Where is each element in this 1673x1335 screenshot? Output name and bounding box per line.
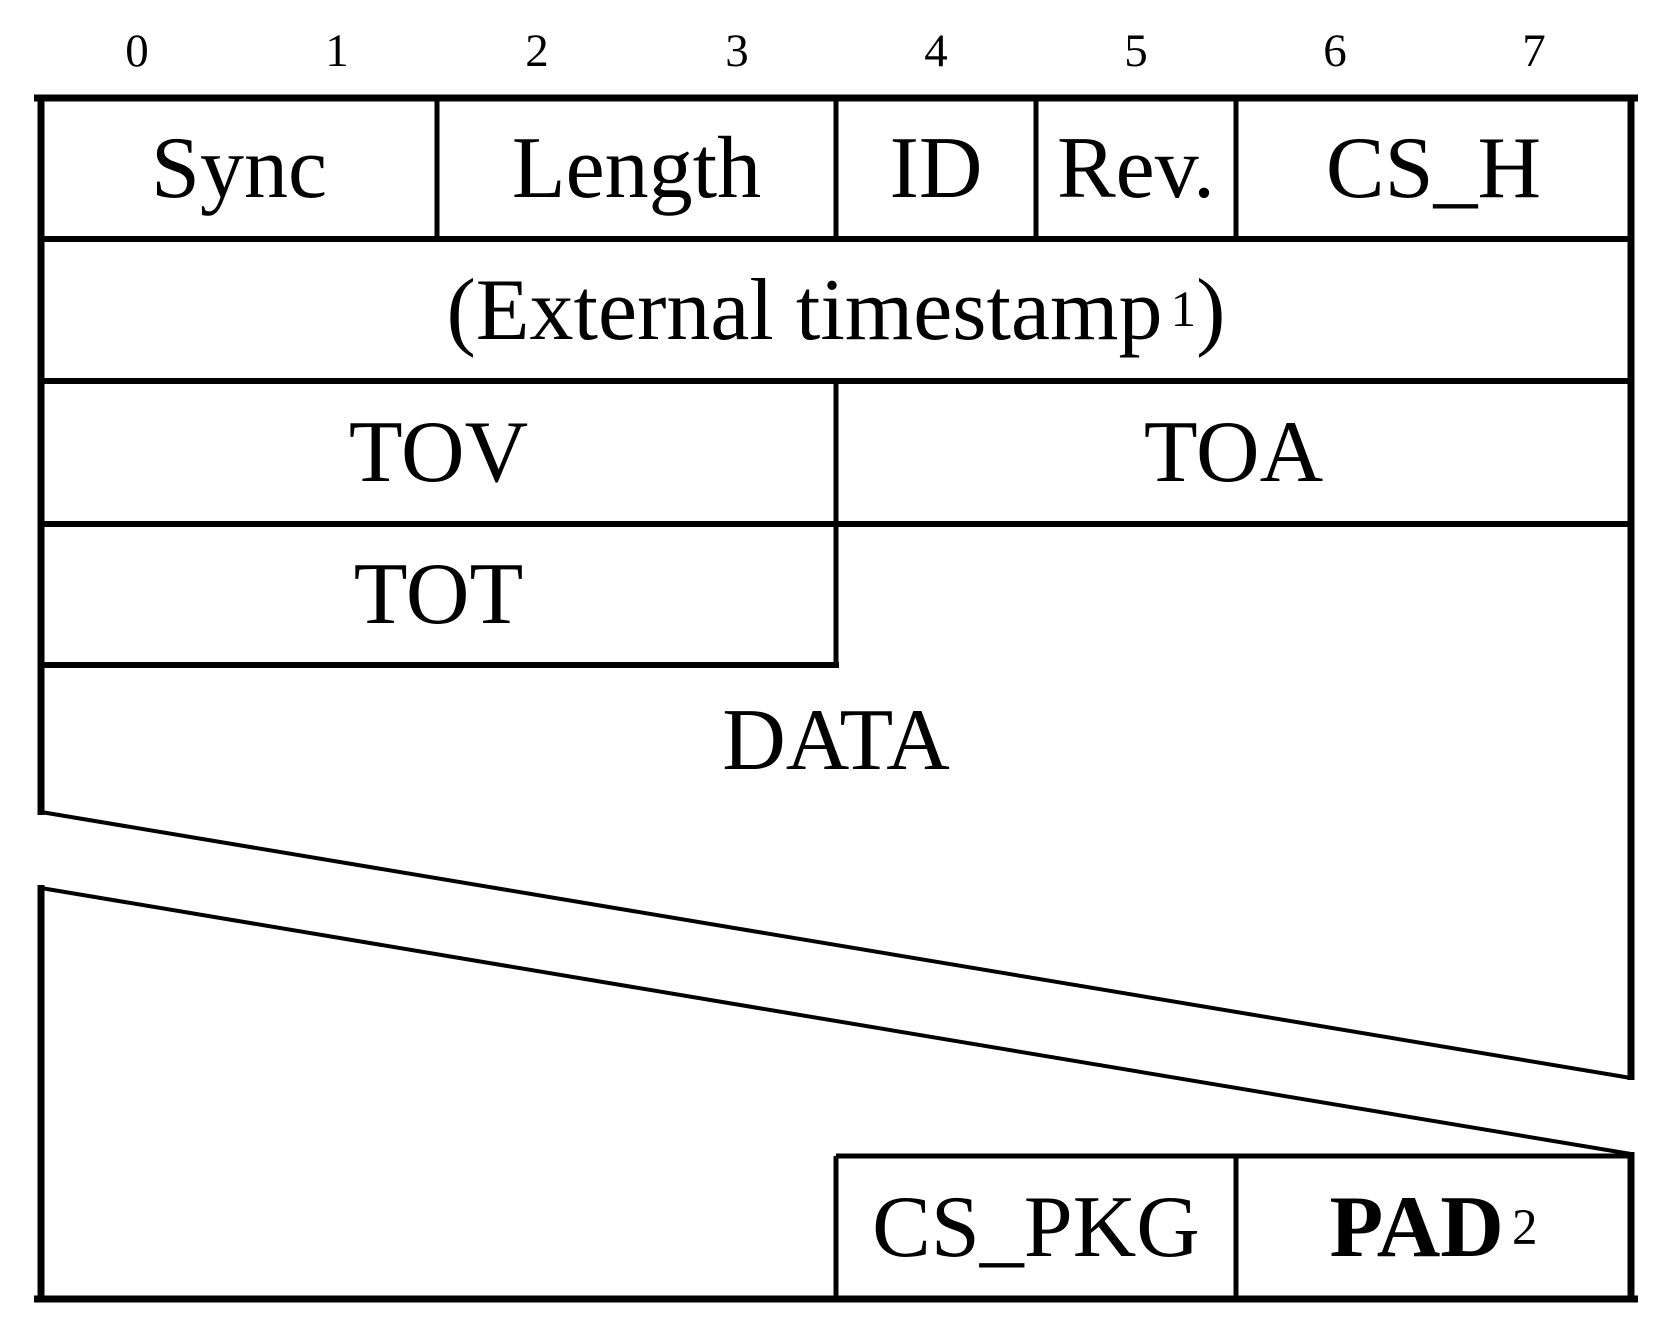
cell-dividers: [434, 98, 1631, 1299]
ruler-number-5: 5: [1124, 25, 1148, 77]
ruler-number-0: 0: [125, 25, 149, 77]
external-timestamp-text: (External timestamp: [446, 261, 1163, 359]
ruler-number-7: 7: [1522, 25, 1546, 77]
ruler-number-1: 1: [325, 25, 349, 77]
cell-tot: TOT: [353, 546, 524, 643]
cell-sync: Sync: [151, 120, 327, 217]
cell-rev: Rev.: [1056, 120, 1216, 217]
ruler-number-6: 6: [1323, 25, 1347, 77]
cell-toa: TOA: [1143, 404, 1324, 501]
cell-cs-h: CS_H: [1325, 120, 1542, 217]
external-timestamp-close: ): [1196, 261, 1226, 359]
ruler-number-3: 3: [725, 25, 749, 77]
ruler-number-2: 2: [525, 25, 549, 77]
cell-cs-pkg: CS_PKG: [872, 1179, 1200, 1276]
cell-length: Length: [511, 120, 762, 217]
cell-tov: TOV: [348, 404, 529, 501]
ruler-number-4: 4: [924, 25, 948, 77]
break-diagonals: [40, 810, 1632, 1156]
pad-text: PAD: [1329, 1179, 1504, 1276]
cell-data: DATA: [722, 691, 950, 789]
cell-id: ID: [889, 120, 983, 217]
